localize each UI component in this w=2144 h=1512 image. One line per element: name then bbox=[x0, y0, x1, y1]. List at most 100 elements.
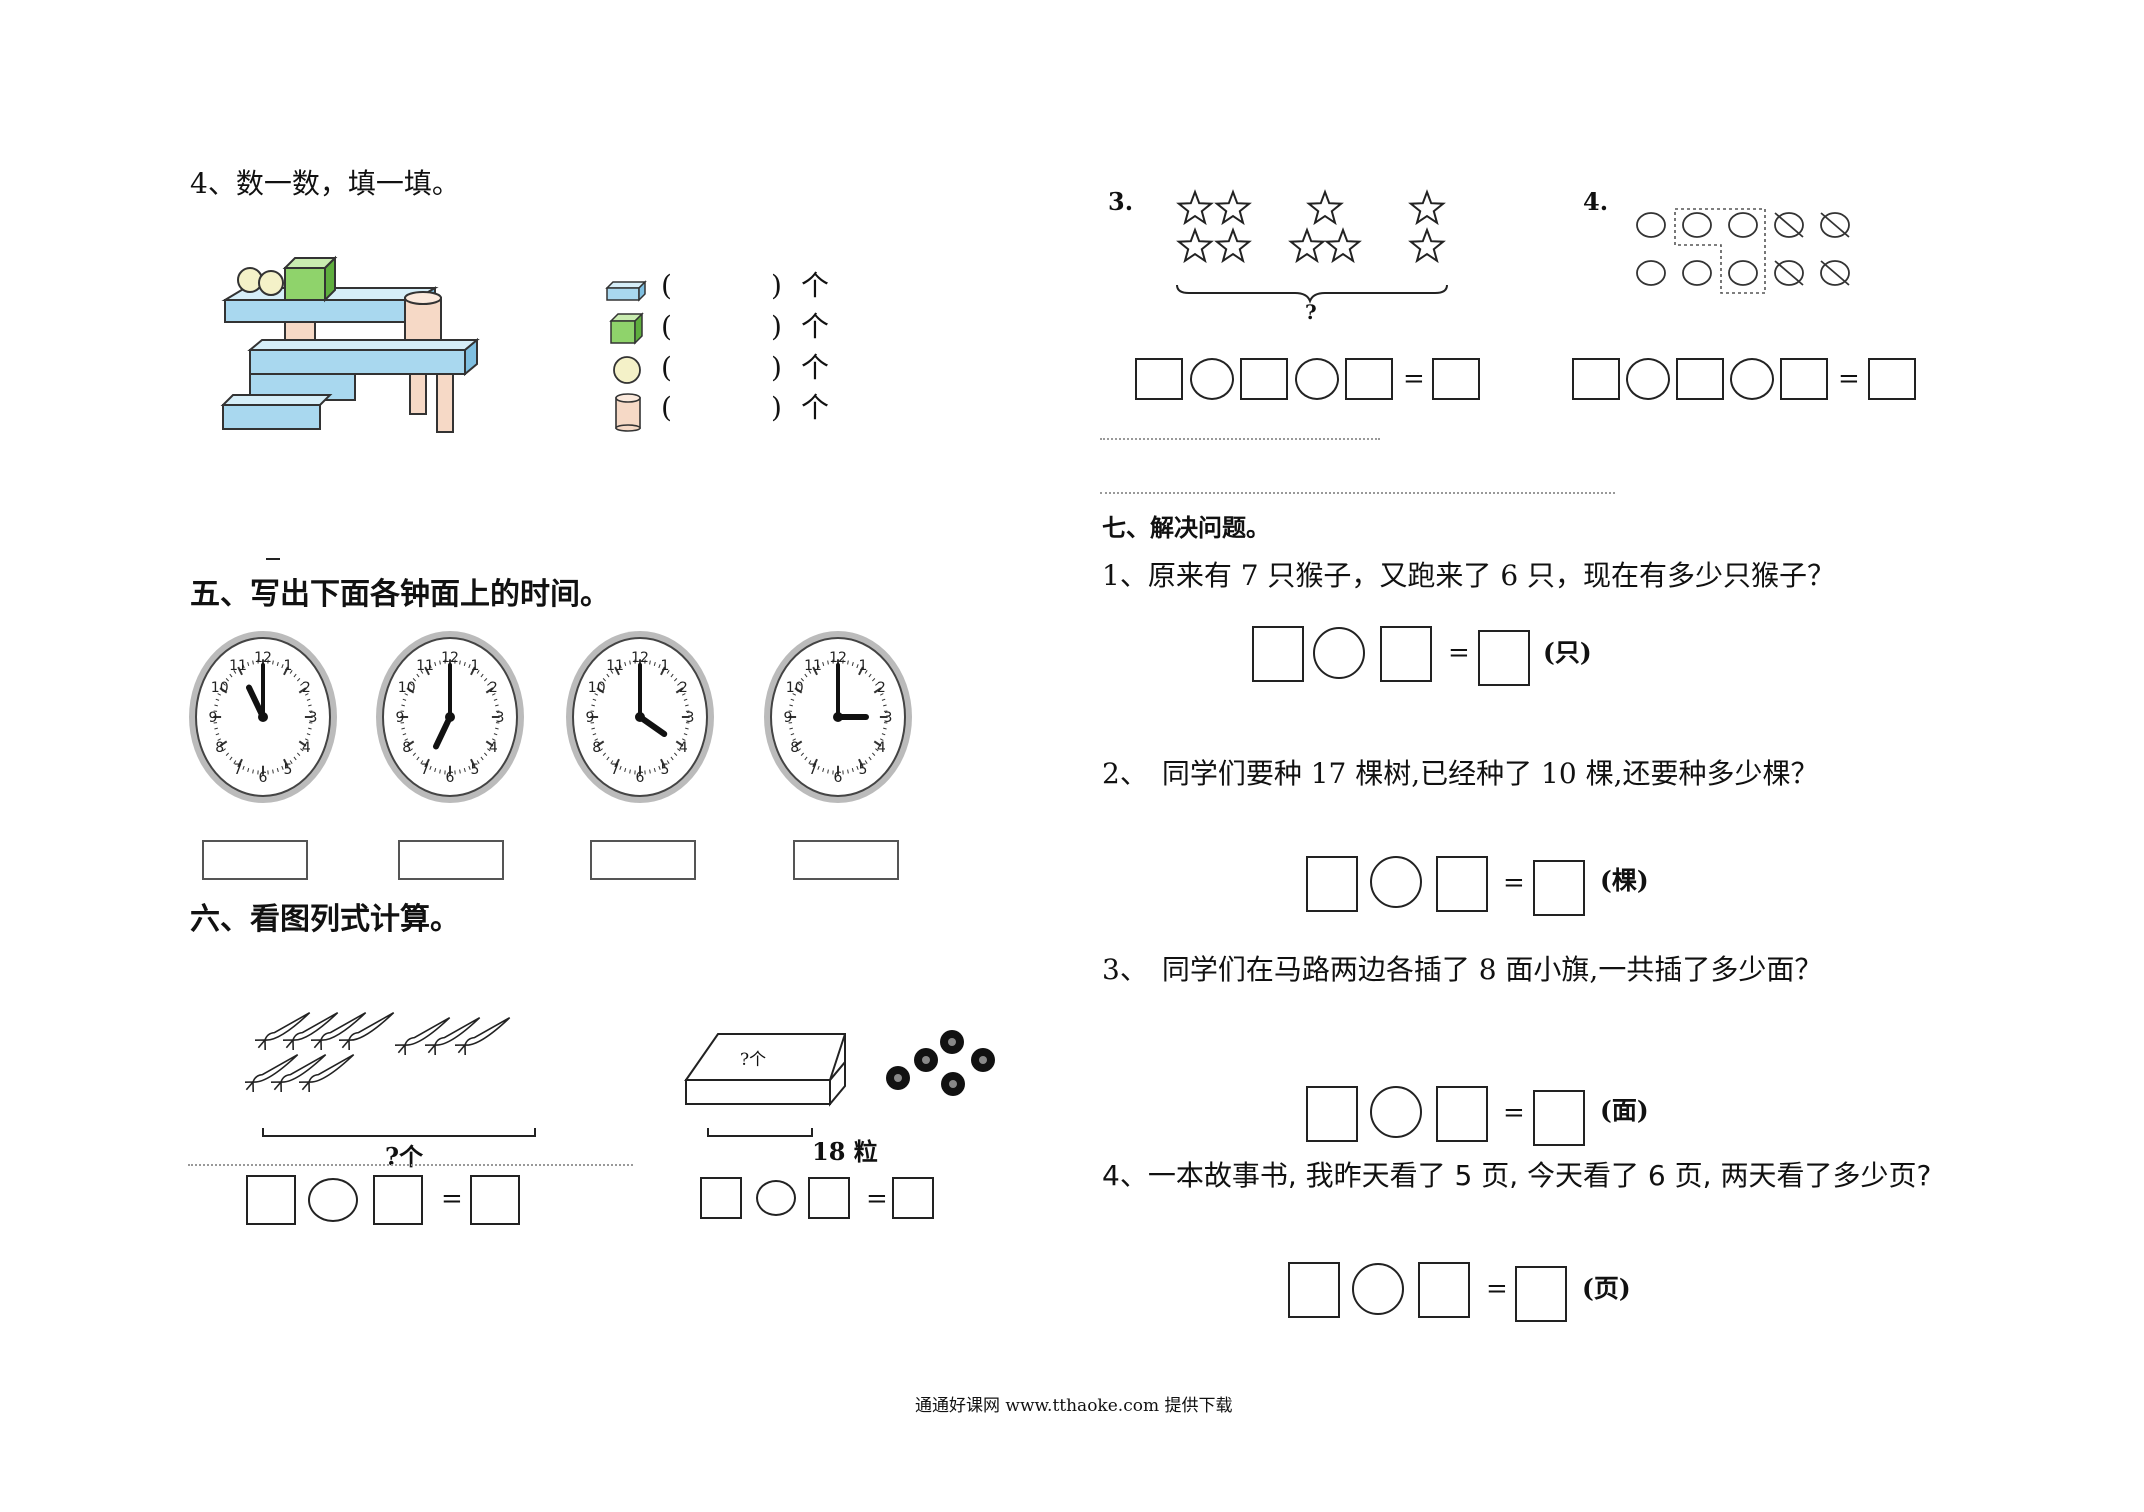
clock-number: 7 bbox=[611, 762, 620, 778]
clock-tick bbox=[459, 660, 461, 665]
clock-tick bbox=[242, 664, 245, 669]
clock-tick bbox=[214, 727, 218, 730]
clock-tick bbox=[493, 733, 498, 736]
clock-answer-box-3[interactable] bbox=[590, 840, 696, 880]
clock-tick bbox=[817, 664, 820, 669]
answer-box[interactable] bbox=[700, 1177, 742, 1219]
answer-box[interactable] bbox=[1533, 860, 1585, 916]
problem-1-text: 1、原来有 7 只猴子，又跑来了 6 只，现在有多少只猴子？ bbox=[1102, 559, 1836, 592]
answer-box[interactable] bbox=[1380, 626, 1432, 682]
answer-box[interactable] bbox=[1306, 1086, 1358, 1142]
clock-tick bbox=[868, 673, 872, 678]
clock-tick bbox=[883, 727, 887, 730]
operator-circle[interactable] bbox=[1626, 358, 1670, 400]
answer-box[interactable] bbox=[892, 1177, 934, 1219]
beads-total-label: 18 粒 bbox=[812, 1137, 878, 1166]
section5-title: 五、写出下面各钟面上的时间。 bbox=[190, 577, 610, 612]
clock-number: 11 bbox=[416, 658, 434, 674]
clock-tick bbox=[439, 769, 441, 774]
clock-tick bbox=[424, 758, 430, 768]
clock-tick bbox=[217, 738, 222, 741]
clock-answer-box-2[interactable] bbox=[398, 840, 504, 880]
answer-box[interactable] bbox=[373, 1175, 423, 1225]
clock-number: 9 bbox=[209, 710, 218, 726]
clock-tick bbox=[673, 678, 678, 682]
answer-box[interactable] bbox=[1780, 358, 1828, 400]
clock-tick bbox=[409, 748, 413, 752]
clock-tick bbox=[247, 767, 250, 773]
clock-tick bbox=[459, 769, 461, 774]
answer-box[interactable] bbox=[1572, 358, 1620, 400]
answer-box[interactable] bbox=[1135, 358, 1183, 400]
clock-tick bbox=[300, 682, 304, 686]
clock-tick bbox=[493, 698, 498, 701]
clock-tick bbox=[591, 727, 595, 730]
answer-box[interactable] bbox=[1418, 1262, 1470, 1318]
problem-2-text: 2、 同学们要种 17 棵树,已经种了 10 棵,还要种多少棵？ bbox=[1102, 757, 1819, 790]
answer-box[interactable] bbox=[1515, 1266, 1567, 1322]
clock-tick bbox=[666, 670, 670, 674]
clock-number: 1 bbox=[284, 658, 293, 674]
star-icon bbox=[1288, 227, 1326, 264]
equals-sign: = bbox=[1403, 364, 1425, 394]
answer-box[interactable] bbox=[1252, 626, 1304, 682]
operator-circle[interactable] bbox=[1295, 358, 1339, 400]
cross-out-line bbox=[1774, 260, 1804, 286]
answer-box[interactable] bbox=[1533, 1090, 1585, 1146]
clock-tick bbox=[298, 687, 307, 694]
answer-box[interactable] bbox=[1676, 358, 1724, 400]
clock-tick bbox=[683, 733, 688, 736]
block-stack-picture bbox=[220, 255, 480, 433]
question-mark: ? bbox=[1305, 300, 1317, 324]
answer-box[interactable] bbox=[1345, 358, 1393, 400]
operator-circle[interactable] bbox=[1370, 1086, 1422, 1138]
answer-box[interactable] bbox=[246, 1175, 296, 1225]
answer-box[interactable] bbox=[1432, 358, 1480, 400]
answer-box[interactable] bbox=[1436, 856, 1488, 912]
clock-tick bbox=[429, 765, 432, 770]
clock-tick bbox=[495, 704, 499, 707]
clock-number: 5 bbox=[284, 762, 293, 778]
clock-tick bbox=[614, 666, 620, 676]
star-icon bbox=[1176, 227, 1214, 264]
clock-tick bbox=[660, 666, 666, 676]
clock-number: 8 bbox=[790, 740, 799, 756]
answer-box[interactable] bbox=[1868, 358, 1916, 400]
answer-box[interactable] bbox=[1240, 358, 1288, 400]
operator-circle[interactable] bbox=[308, 1178, 358, 1222]
carrot-icon bbox=[310, 1012, 367, 1051]
clock-tick bbox=[666, 760, 670, 764]
clock-tick bbox=[237, 758, 243, 768]
clock-answer-box-1[interactable] bbox=[202, 840, 308, 880]
operator-circle[interactable] bbox=[756, 1180, 796, 1216]
unit-label: (棵) bbox=[1600, 866, 1649, 895]
clock-tick bbox=[614, 758, 620, 768]
operator-circle[interactable] bbox=[1190, 358, 1234, 400]
answer-box[interactable] bbox=[1436, 1086, 1488, 1142]
operator-circle[interactable] bbox=[1313, 627, 1365, 679]
unit-label: (页) bbox=[1582, 1274, 1631, 1303]
clock-tick bbox=[808, 760, 812, 764]
operator-circle[interactable] bbox=[1352, 1263, 1404, 1315]
answer-box[interactable] bbox=[1288, 1262, 1340, 1318]
circle-icon bbox=[1728, 260, 1758, 286]
cylinder-icon bbox=[613, 392, 643, 436]
answer-box[interactable] bbox=[1306, 856, 1358, 912]
clock-tick bbox=[304, 738, 309, 741]
operator-circle[interactable] bbox=[1730, 358, 1774, 400]
answer-box[interactable] bbox=[470, 1175, 520, 1225]
operator-circle[interactable] bbox=[1370, 856, 1422, 908]
clock-tick bbox=[812, 666, 818, 676]
carrot-icon bbox=[394, 1017, 451, 1056]
answer-box[interactable] bbox=[808, 1177, 850, 1219]
clock-tick bbox=[476, 670, 480, 674]
answer-box[interactable] bbox=[1478, 630, 1530, 686]
clock-tick bbox=[272, 660, 274, 665]
clock-tick bbox=[606, 673, 610, 678]
carrots-picture bbox=[245, 1012, 536, 1137]
clock-number: 12 bbox=[829, 650, 847, 666]
clock-answer-box-4[interactable] bbox=[793, 840, 899, 880]
paren-close: ) bbox=[771, 310, 782, 343]
